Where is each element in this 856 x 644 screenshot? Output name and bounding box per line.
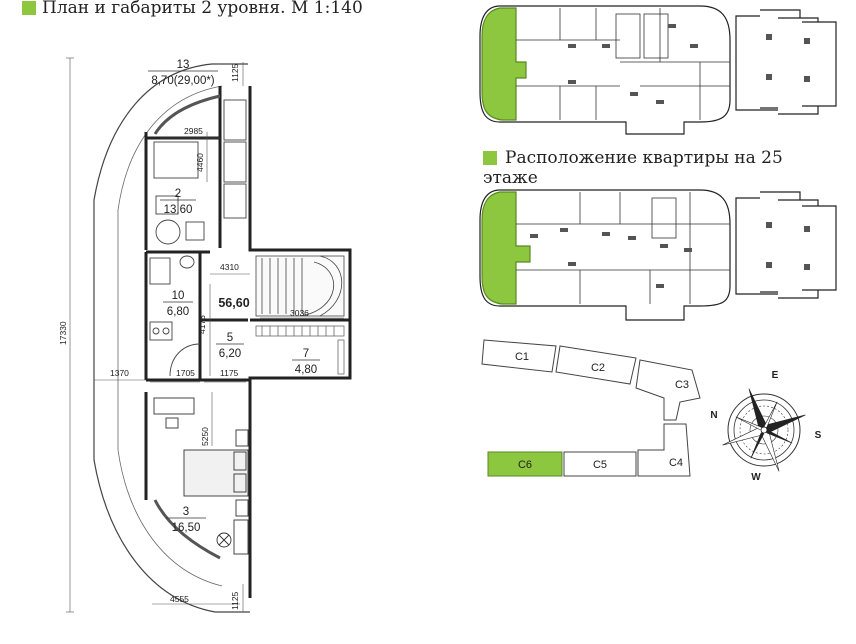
compass-letters: E N S W bbox=[710, 370, 821, 483]
plan-title-heading: План и габариты 2 уровня. М 1:140 bbox=[22, 0, 363, 18]
staircase bbox=[255, 255, 345, 317]
building-outline-upper bbox=[479, 5, 731, 135]
compass-e: E bbox=[772, 370, 779, 381]
compass-s: S bbox=[815, 430, 822, 441]
dim-3036: 3036 bbox=[290, 308, 309, 318]
dim-1125-top: 1125 bbox=[230, 63, 240, 82]
room-3-area: 16,50 bbox=[172, 522, 201, 534]
dim-5250: 5250 bbox=[200, 427, 210, 446]
section-c6-shape bbox=[487, 451, 563, 477]
section-c3-label: C3 bbox=[675, 379, 689, 391]
room-7-number: 7 bbox=[303, 348, 309, 360]
section-c5-shape bbox=[563, 451, 637, 477]
room-2-furniture bbox=[153, 99, 247, 245]
site-plan bbox=[481, 339, 701, 477]
dim-4310: 4310 bbox=[220, 262, 239, 272]
section-c4-label: C4 bbox=[669, 457, 683, 469]
dim-4555: 4555 bbox=[170, 594, 189, 604]
compass-n: N bbox=[710, 410, 717, 421]
room-13-number: 13 bbox=[177, 59, 190, 71]
room-2-area: 13,60 bbox=[164, 204, 193, 216]
location-caption: Расположение квартиры на 25 этаже bbox=[483, 148, 783, 188]
stepped-wing-lower bbox=[735, 191, 837, 299]
location-caption-heading: Расположение квартиры на 25 этаже bbox=[483, 148, 823, 188]
room-labels: 13 8,70(29,00*) 2 13,60 10 6,80 56,60 5 … bbox=[148, 59, 320, 534]
stepped-wing-upper bbox=[735, 9, 837, 115]
compass-rose-icon bbox=[722, 388, 806, 472]
balcony-inner-outline bbox=[117, 85, 223, 587]
window-band-top bbox=[153, 94, 221, 135]
room-5-number: 5 bbox=[227, 332, 233, 344]
dim-2985: 2985 bbox=[184, 126, 203, 136]
section-c3-shape bbox=[635, 359, 701, 421]
compass-w: W bbox=[751, 472, 761, 483]
dim-1125-bottom: 1125 bbox=[230, 591, 240, 610]
section-c4-shape bbox=[637, 423, 691, 477]
dim-4175: 4175 bbox=[197, 315, 207, 334]
section-labels: C1 C2 C3 C4 C5 C6 bbox=[515, 351, 689, 471]
bedroom-furniture bbox=[153, 397, 249, 555]
dim-1370: 1370 bbox=[110, 368, 129, 378]
dimension-labels: 17330 1125 2985 4460 4310 3036 4175 1370… bbox=[58, 63, 309, 610]
dim-1175: 1175 bbox=[220, 368, 239, 378]
building-outline-lower bbox=[479, 189, 731, 321]
apartment-plan bbox=[66, 57, 352, 613]
wardrobe-hatch bbox=[255, 325, 345, 375]
room-5-area: 6,20 bbox=[219, 348, 241, 360]
balcony-outline bbox=[93, 63, 250, 613]
section-c2-label: C2 bbox=[591, 362, 605, 374]
total-area: 56,60 bbox=[218, 296, 249, 310]
green-square-icon bbox=[483, 151, 497, 165]
room-2-number: 2 bbox=[175, 188, 181, 200]
section-c5-label: C5 bbox=[593, 459, 607, 471]
walls bbox=[144, 86, 352, 598]
dim-overall-height: 17330 bbox=[58, 321, 68, 345]
room-10-number: 10 bbox=[172, 290, 185, 302]
dim-1705: 1705 bbox=[176, 368, 195, 378]
room-13-area: 8,70(29,00*) bbox=[151, 75, 214, 87]
bathroom-fixtures bbox=[149, 255, 195, 341]
plan-title: План и габариты 2 уровня. М 1:140 bbox=[42, 0, 363, 18]
shower-arc bbox=[169, 343, 201, 377]
room-7-area: 4,80 bbox=[295, 364, 317, 376]
section-c1-label: C1 bbox=[515, 351, 529, 363]
section-c2-shape bbox=[555, 345, 637, 385]
building-plan-lower bbox=[479, 189, 837, 321]
room-3-number: 3 bbox=[183, 506, 189, 518]
room-10-area: 6,80 bbox=[167, 306, 189, 318]
green-square-icon bbox=[22, 1, 36, 15]
building-plan-upper bbox=[479, 5, 837, 135]
window-band-bottom bbox=[153, 499, 221, 560]
section-c6-label: C6 bbox=[518, 459, 532, 471]
dim-4460: 4460 bbox=[195, 153, 205, 172]
highlighted-apartment-lower bbox=[481, 191, 531, 305]
dimension-lines bbox=[66, 57, 344, 613]
section-c1-shape bbox=[481, 339, 557, 373]
highlighted-apartment-upper bbox=[481, 7, 527, 121]
